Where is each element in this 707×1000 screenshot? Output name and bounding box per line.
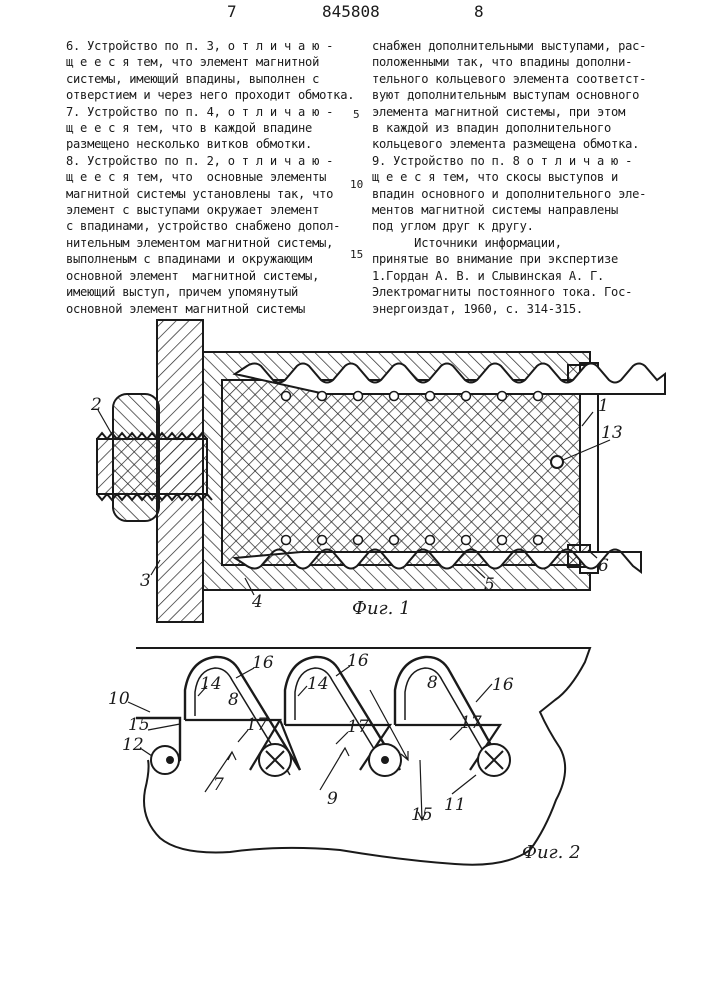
fig2-label-8: 8	[228, 690, 239, 710]
fig1-label-1: 1	[598, 396, 609, 416]
fig2-label-16: 16	[347, 651, 369, 671]
fig2-label-11: 11	[444, 795, 466, 815]
leader-line	[476, 684, 492, 702]
fig1-label-2: 2	[90, 395, 102, 415]
fig1-caption: Фиг. 1	[352, 598, 411, 619]
fig1-label-6: 6	[598, 556, 609, 576]
fig1-label-3: 3	[140, 571, 151, 591]
fig1-label-13: 13	[601, 423, 623, 443]
leader-line	[148, 724, 180, 730]
winding-circle-12	[151, 746, 179, 774]
lower-profile	[185, 720, 500, 770]
threaded-stud	[97, 439, 207, 494]
fig2-caption: Фиг. 2	[522, 842, 581, 863]
fig2-label-14: 14	[200, 674, 222, 694]
fig2-label-16: 16	[492, 675, 514, 695]
fig2-label-15: 15	[128, 715, 150, 735]
figure-2	[128, 648, 590, 865]
fig2-label-7: 7	[213, 775, 224, 795]
flux-arrow	[320, 748, 349, 790]
fig2-label-12: 12	[122, 735, 144, 755]
fig2-label-8: 8	[427, 673, 438, 693]
winding-dot	[167, 757, 173, 763]
fig2-label-14: 14	[307, 674, 329, 694]
fig2-label-16: 16	[252, 653, 274, 673]
fig2-label-17: 17	[347, 717, 369, 737]
figure-1	[97, 320, 665, 622]
leader-line	[298, 686, 307, 696]
fig2-label-17: 17	[460, 713, 482, 733]
fig2-label-17: 17	[246, 715, 268, 735]
hole-13	[551, 456, 563, 468]
leader-line	[128, 702, 150, 712]
fig1-label-4: 4	[251, 592, 263, 612]
leader-line	[452, 775, 476, 794]
fig2-label-10: 10	[108, 689, 130, 709]
fig2-label-15: 15	[411, 805, 433, 825]
winding-dot	[382, 757, 388, 763]
fig2-label-9: 9	[327, 789, 338, 809]
fig1-label-5: 5	[484, 575, 495, 595]
